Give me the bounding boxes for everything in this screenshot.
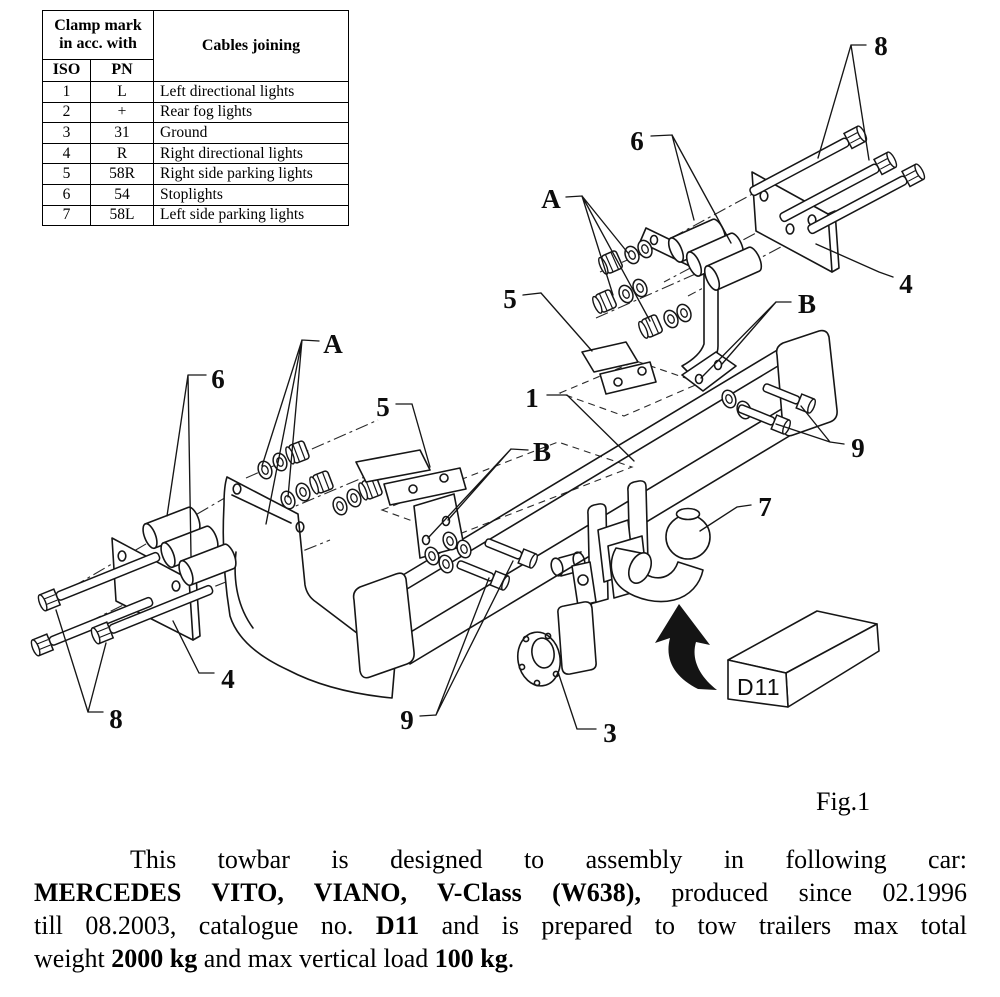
left-side-member xyxy=(222,476,397,699)
part-label-3: 3 xyxy=(603,718,617,748)
pn-cell: R xyxy=(90,142,154,165)
pn-cell: + xyxy=(90,101,154,124)
part-label-a-right: A xyxy=(541,184,561,214)
part-label-4-right: 4 xyxy=(899,269,913,299)
cables-cell: Rear fog lights xyxy=(153,101,349,124)
cables-cell: Left side parking lights xyxy=(153,204,349,227)
catalogue-box: D11 xyxy=(727,610,880,708)
clamp-mark-table: Clamp mark in acc. with Cables joining I… xyxy=(42,10,349,227)
table-row: 2 + Rear fog lights xyxy=(42,101,349,124)
car-model-text: MERCEDES VITO, VIANO, V-Class (W638), xyxy=(34,878,641,908)
max-weight-text: 2000 kg xyxy=(111,944,198,974)
box-label: D11 xyxy=(737,674,781,700)
paragraph-text: till 08.2003, catalogue no. xyxy=(34,911,376,941)
part-label-9-bottom: 9 xyxy=(400,705,414,735)
part-label-a-left: A xyxy=(323,329,343,359)
towbar-assembly-diagram: D11 8 6 A 4 xyxy=(28,31,928,748)
table-row: 6 54 Stoplights xyxy=(42,183,349,206)
cables-cell: Left directional lights xyxy=(153,81,349,103)
part-label-6-right: 6 xyxy=(630,126,644,156)
pn-cell: 54 xyxy=(90,183,154,206)
catalogue-number-text: D11 xyxy=(375,911,420,941)
part-labels: 8 6 A 4 5 B 1 9 A 6 5 B 7 3 9 4 8 xyxy=(109,31,913,748)
left-stabilizer-bracket xyxy=(355,449,467,506)
paragraph-line: MERCEDES VITO, VIANO, V-Class (W638), pr… xyxy=(34,876,967,909)
paragraph-line: till 08.2003, catalogue no. D11 and is p… xyxy=(34,909,967,942)
iso-cell: 2 xyxy=(42,101,91,124)
direction-arrow xyxy=(655,604,717,690)
iso-cell: 7 xyxy=(42,204,91,227)
right-plate-assembly xyxy=(664,124,928,293)
pn-cell: 58L xyxy=(90,204,154,227)
paragraph-text: weight xyxy=(34,944,112,974)
max-load-text: 100 kg xyxy=(434,944,508,974)
table-row: 5 58R Right side parking lights xyxy=(42,163,349,185)
pn-cell: 58R xyxy=(90,163,154,185)
part-label-b-right: B xyxy=(798,289,816,319)
pn-cell: L xyxy=(90,81,154,103)
paragraph-line: This towbar is designed to assembly in f… xyxy=(34,843,967,876)
left-plate-assembly xyxy=(28,504,240,658)
clamp-mark-header-line2: in acc. with xyxy=(59,35,137,52)
part-label-1: 1 xyxy=(525,383,539,413)
paragraph-text: This towbar is designed to assembly in f… xyxy=(130,845,967,874)
cables-joining-header: Cables joining xyxy=(153,10,349,82)
paragraph-text: produced since 02.1996 xyxy=(640,878,967,908)
iso-cell: 1 xyxy=(42,81,91,103)
tow-ball-assembly xyxy=(550,480,711,605)
pn-column-header: PN xyxy=(90,59,154,82)
cables-cell: Right directional lights xyxy=(153,142,349,165)
center-stabilizer-bracket xyxy=(581,341,657,395)
iso-column-header: ISO xyxy=(42,59,91,82)
paragraph-text: . xyxy=(507,944,515,974)
clamp-mark-header-line1: Clamp mark xyxy=(54,16,142,34)
pn-cell: 31 xyxy=(90,122,154,144)
cables-cell: Right side parking lights xyxy=(153,163,349,185)
part-label-5-left: 5 xyxy=(376,392,390,422)
leader-lines xyxy=(55,44,894,730)
table-row: 3 31 Ground xyxy=(42,122,349,144)
figure-caption: Fig.1 xyxy=(816,787,871,816)
paragraph-text: and is prepared to tow trailers max tota… xyxy=(419,911,967,941)
cables-cell: Stoplights xyxy=(153,183,349,206)
socket-plate xyxy=(516,561,597,687)
table-row: 1 L Left directional lights xyxy=(42,81,349,103)
part-label-8-left: 8 xyxy=(109,704,123,734)
part-label-6-left: 6 xyxy=(211,364,225,394)
iso-cell: 6 xyxy=(42,183,91,206)
cross-beam xyxy=(352,329,838,679)
table-row: 4 R Right directional lights xyxy=(42,142,349,165)
table-row: 7 58L Left side parking lights xyxy=(42,204,349,227)
part-label-4-left: 4 xyxy=(221,664,235,694)
iso-cell: 3 xyxy=(42,122,91,144)
iso-cell: 4 xyxy=(42,142,91,165)
part-label-b-left: B xyxy=(533,437,551,467)
description-paragraph: This towbar is designed to assembly in f… xyxy=(34,843,967,975)
iso-cell: 5 xyxy=(42,163,91,185)
cables-cell: Ground xyxy=(153,122,349,144)
part-label-7: 7 xyxy=(758,492,772,522)
paragraph-text: and max vertical load xyxy=(197,944,435,974)
part-label-5-center: 5 xyxy=(503,284,517,314)
part-label-8-right: 8 xyxy=(874,31,888,61)
paragraph-line: weight 2000 kg and max vertical load 100… xyxy=(34,942,967,975)
clamp-mark-header: Clamp mark in acc. with xyxy=(42,10,154,60)
part-label-9-right: 9 xyxy=(851,433,865,463)
